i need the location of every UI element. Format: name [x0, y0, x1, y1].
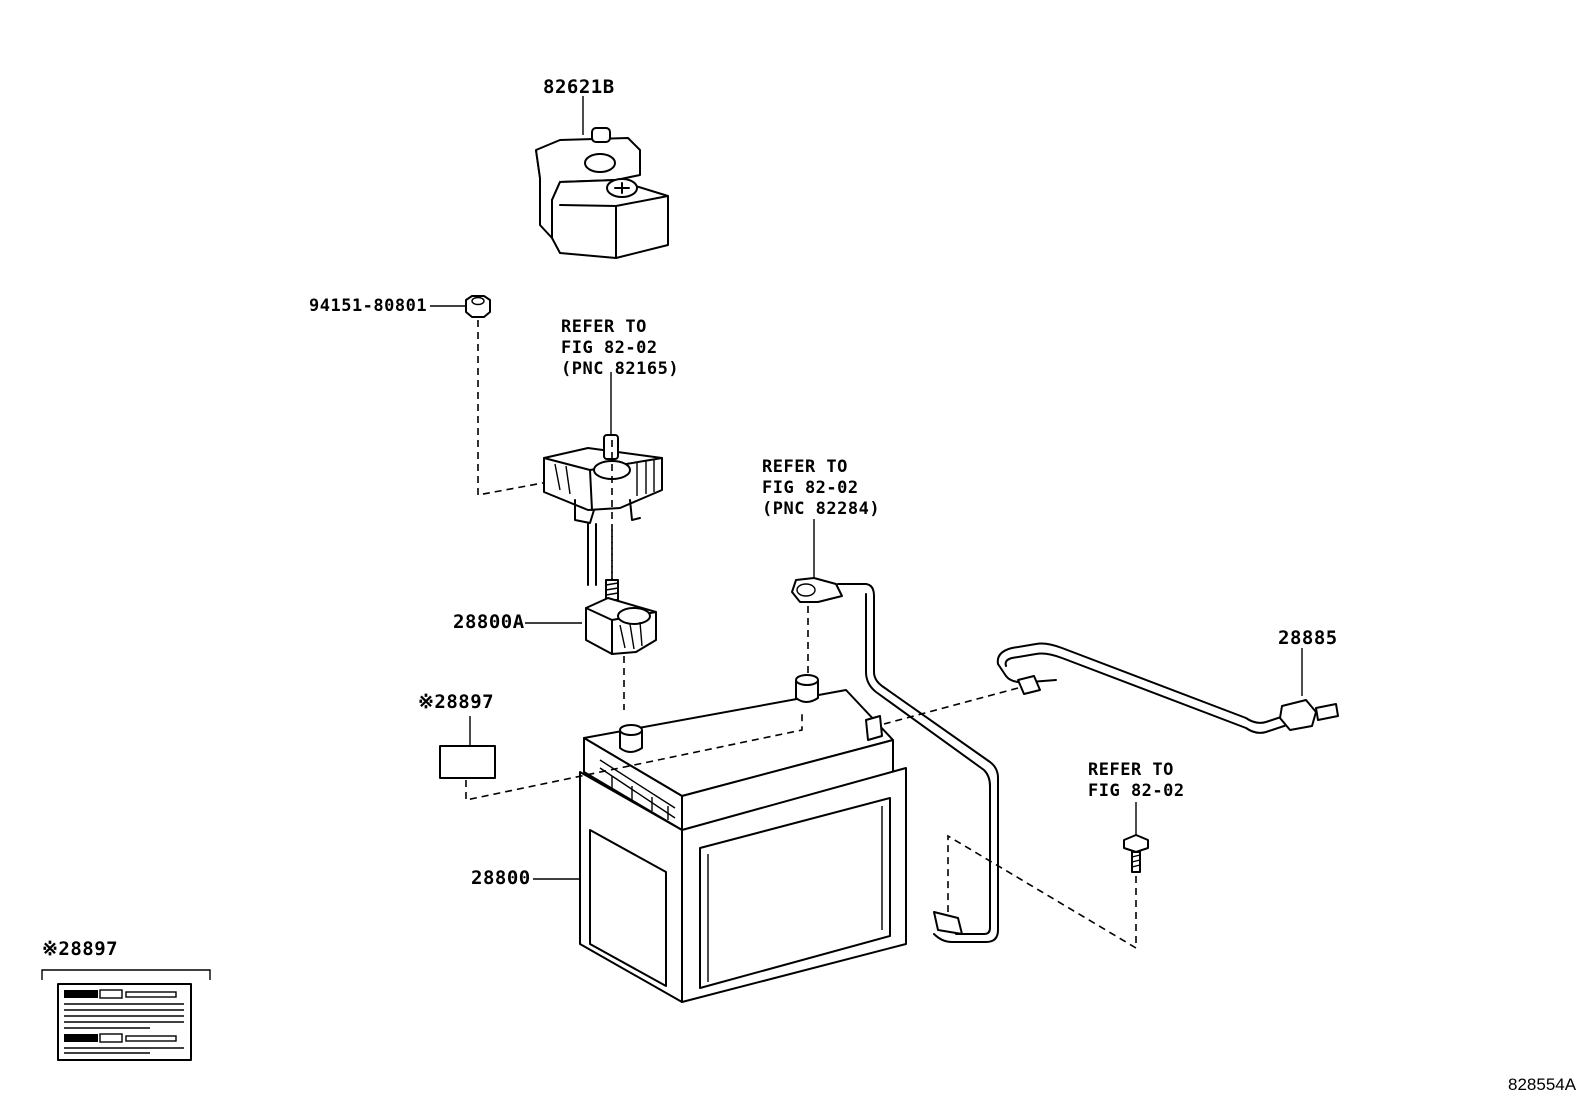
vent-hose-drawing — [883, 642, 1339, 734]
label-nut: 94151-80801 — [309, 296, 428, 316]
label-bolt-reference: REFER TO FIG 82-02 — [1088, 760, 1185, 801]
bolt-drawing — [947, 802, 1149, 950]
figure-code: 828554A — [1508, 1075, 1577, 1094]
label-caution-sticker: ※28897 — [418, 691, 495, 713]
label-terminal-clamp: 28800A — [453, 611, 525, 633]
label-caution-detail: ※28897 — [42, 938, 119, 960]
label-vent-hose: 28885 — [1278, 627, 1338, 649]
battery-drawing — [533, 674, 907, 1003]
link-stud-drawing — [587, 523, 619, 601]
caution-label-small-drawing — [439, 712, 803, 801]
label-detail-bracket — [41, 969, 211, 1061]
label-cable-reference: REFER TO FIG 82-02 (PNC 82284) — [762, 457, 881, 519]
label-fuse-block-reference: REFER TO FIG 82-02 (PNC 82165) — [561, 317, 680, 379]
terminal-cover-drawing — [535, 96, 669, 259]
label-battery: 28800 — [471, 867, 531, 889]
terminal-clamp-drawing — [525, 597, 657, 710]
nut-drawing — [430, 295, 549, 496]
fuse-block-drawing — [543, 372, 663, 600]
negative-cable-drawing — [791, 519, 999, 943]
label-terminal-cover: 82621B — [543, 76, 615, 98]
